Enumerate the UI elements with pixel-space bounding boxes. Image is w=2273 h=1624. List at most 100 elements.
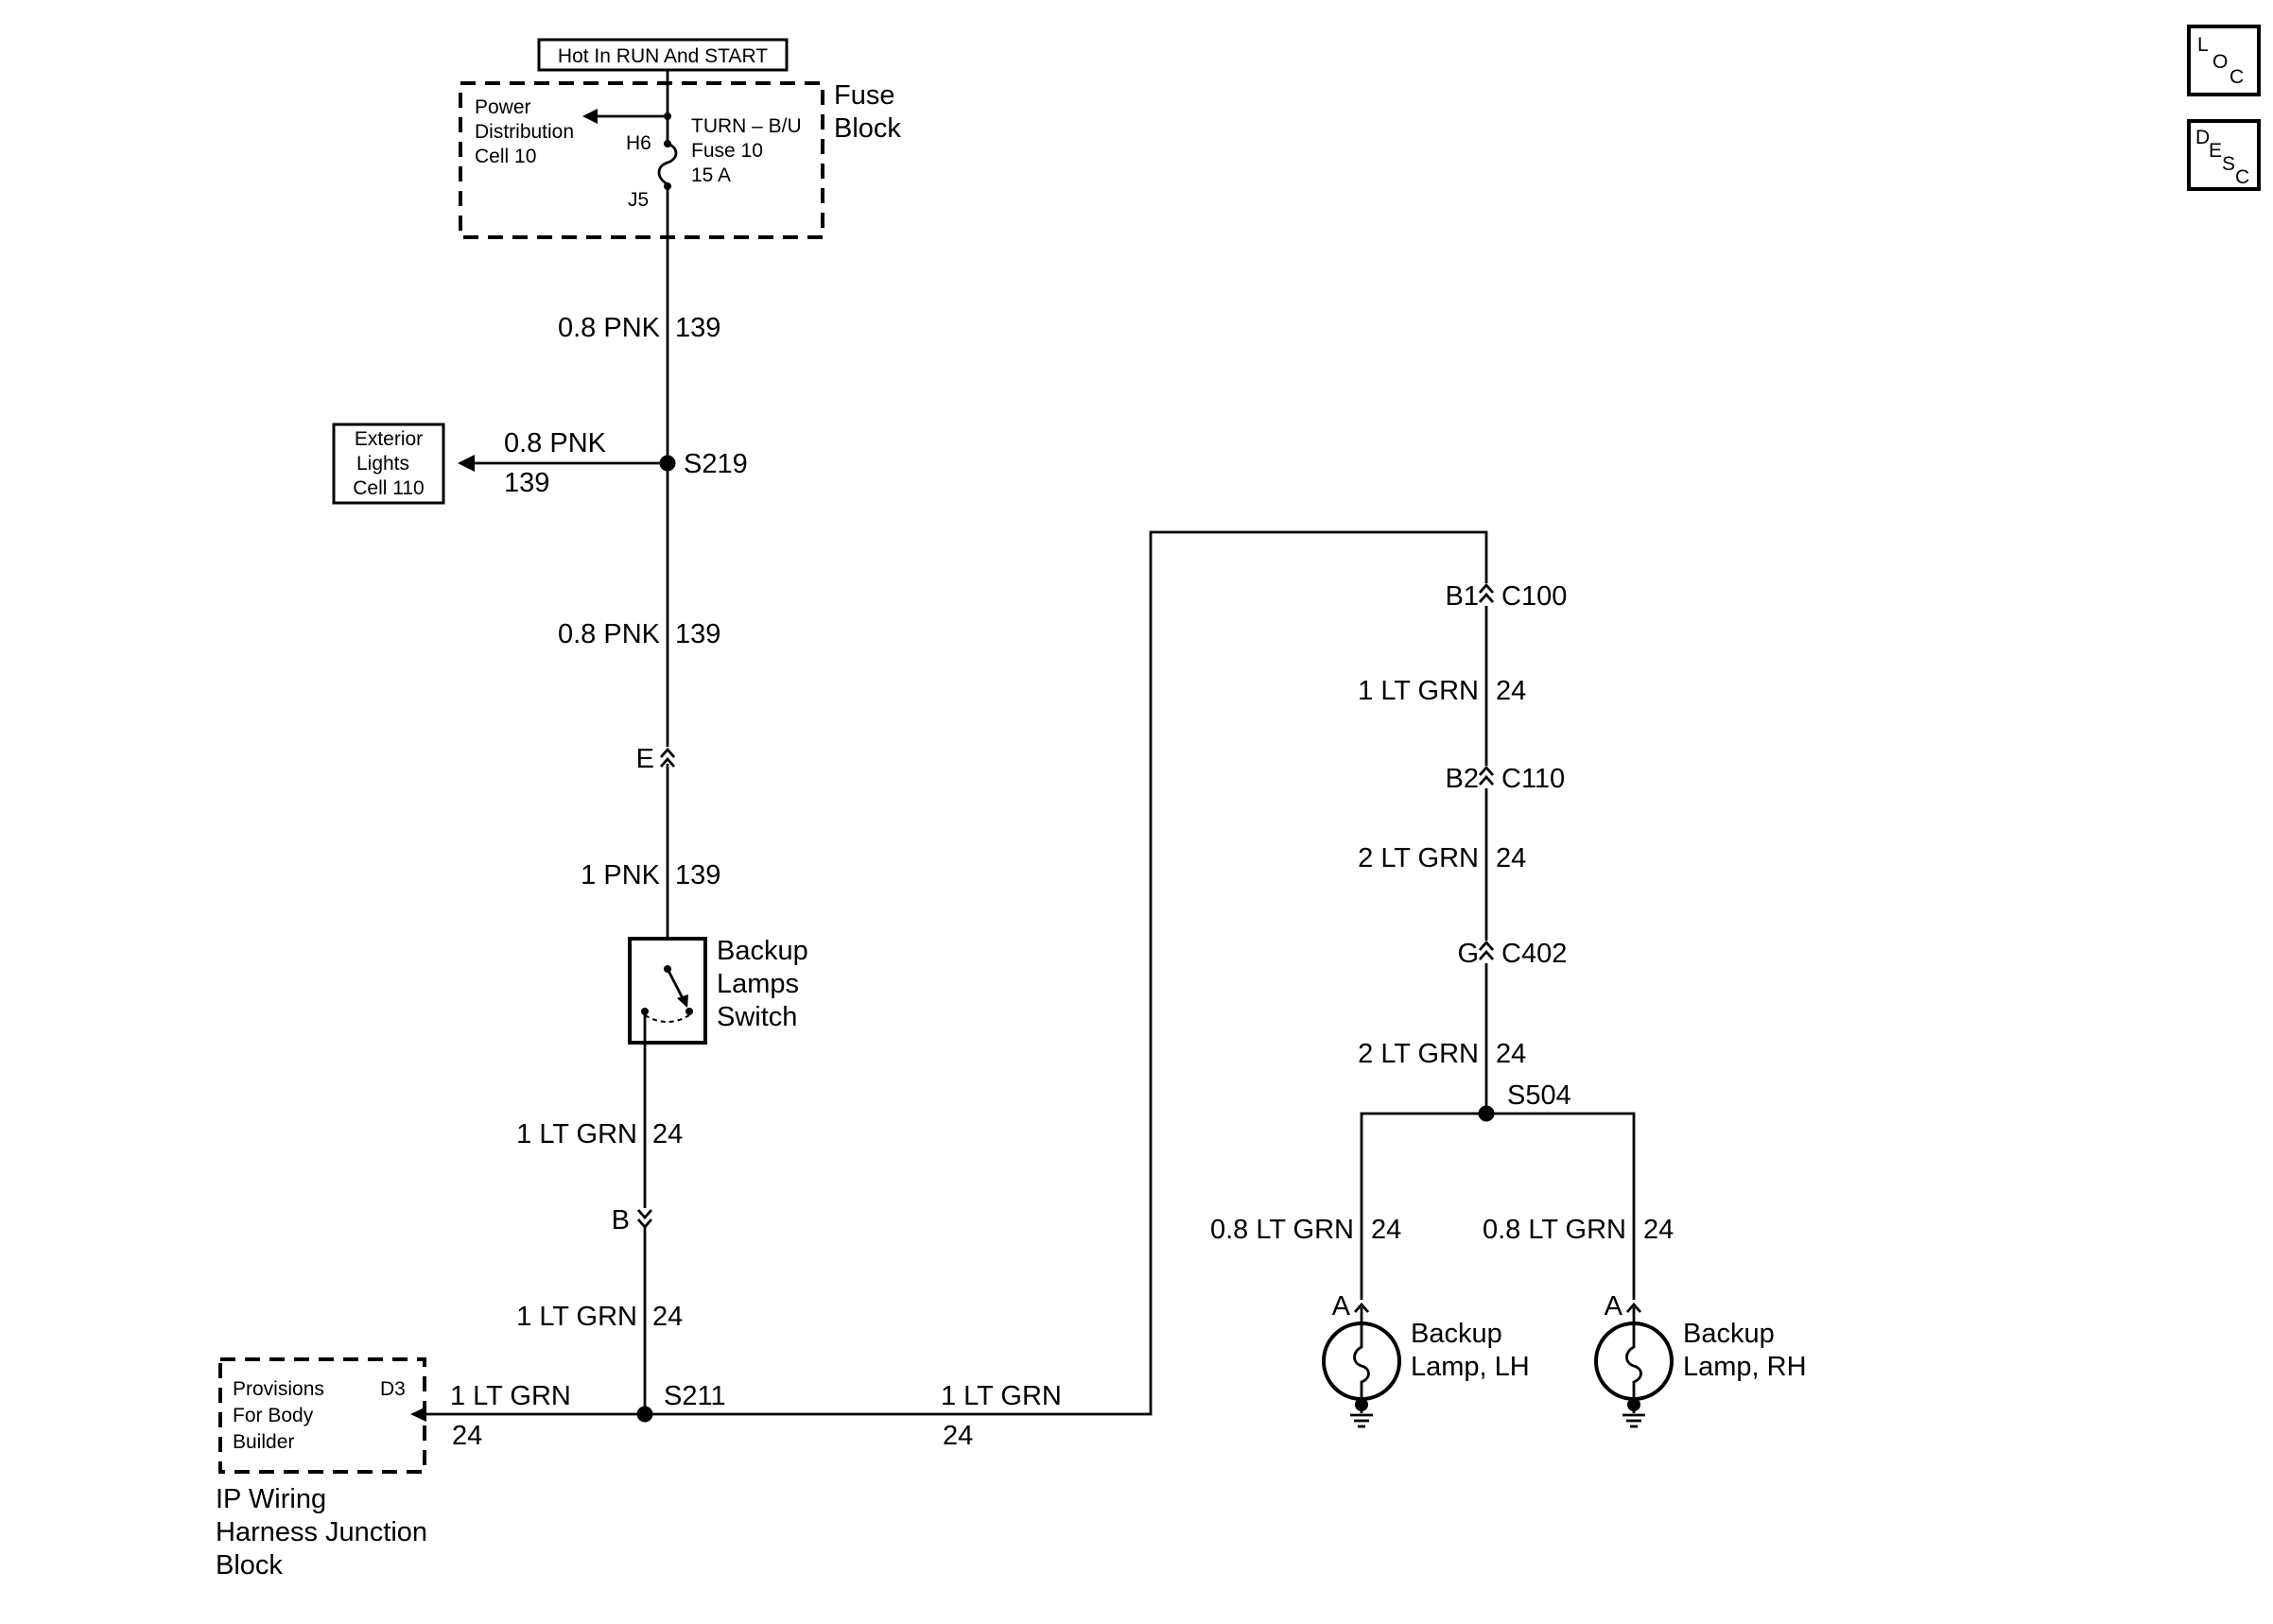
- wire5-circuit: 24: [652, 1302, 683, 1332]
- rh-connector-pin: A: [1605, 1291, 1623, 1322]
- splice-s211-label: S211: [664, 1381, 726, 1411]
- lh-connector-icon: [1353, 1302, 1370, 1313]
- pin-h6-label: H6: [626, 132, 651, 154]
- rear-feed-circuit: 24: [943, 1421, 973, 1451]
- wire1-gauge: 0.8 PNK: [558, 313, 661, 343]
- switch-label-line3: Switch: [717, 1002, 797, 1032]
- desc-button[interactable]: D E S C: [2187, 119, 2261, 191]
- wire5-gauge: 1 LT GRN: [516, 1302, 637, 1332]
- desc-button-frame[interactable]: [2187, 119, 2261, 191]
- desc-letter-c: C: [2235, 166, 2249, 188]
- wire4-gauge: 1 LT GRN: [516, 1119, 637, 1149]
- rear-wire1-gauge: 1 LT GRN: [1358, 676, 1479, 706]
- rear-wire3-gauge: 2 LT GRN: [1358, 1039, 1479, 1069]
- switch-label-line1: Backup: [717, 936, 808, 966]
- fuse-block-label-line1: Fuse: [834, 80, 894, 111]
- connector-c100-pin: B1: [1446, 581, 1479, 612]
- desc-letter-d: D: [2195, 127, 2210, 148]
- rear-feed-wire: [645, 530, 1488, 1416]
- splice-s504-label: S504: [1507, 1080, 1571, 1111]
- rh-wire-circuit: 24: [1643, 1215, 1674, 1245]
- pd-junction-dot: [664, 112, 671, 120]
- rh-lamp-filament-icon: [1625, 1323, 1642, 1399]
- junction-block-line2: Harness Junction: [216, 1517, 427, 1547]
- wire2-circuit: 139: [675, 619, 720, 649]
- connector-b-icon: [636, 1209, 653, 1220]
- loc-letter-o: O: [2212, 51, 2228, 73]
- connector-e-icon-lower: [659, 756, 676, 768]
- backup-lamp-rh-line2: Lamp, RH: [1683, 1352, 1807, 1382]
- exterior-lights-arrow-icon: [458, 455, 475, 472]
- desc-letter-e: E: [2209, 140, 2222, 162]
- pfb-arrow-icon: [410, 1407, 426, 1422]
- rh-ground-dot: [1627, 1398, 1640, 1411]
- fuse-label-line1: TURN – B/U: [691, 115, 802, 137]
- rear-wire1-circuit: 24: [1496, 676, 1526, 706]
- lh-connector-pin: A: [1332, 1291, 1351, 1322]
- rh-connector-icon: [1625, 1302, 1642, 1313]
- connector-c110-label: C110: [1501, 764, 1565, 794]
- junction-block-line3: Block: [216, 1550, 283, 1581]
- junction-block-line1: IP Wiring: [216, 1484, 326, 1514]
- exterior-lights-box: [332, 423, 445, 505]
- connector-c402-icon-lower: [1478, 949, 1495, 960]
- switch-blade-arrow-icon: [677, 994, 688, 1008]
- backup-lamp-lh-line2: Lamp, LH: [1411, 1352, 1530, 1382]
- loc-letter-l: L: [2197, 34, 2209, 56]
- switch-blade-icon: [666, 968, 686, 1003]
- fuse-label-line2: Fuse 10: [691, 140, 763, 162]
- backup-lamp-lh-line1: Backup: [1411, 1319, 1502, 1349]
- connector-e-icon: [659, 747, 676, 758]
- rear-wire2-gauge: 2 LT GRN: [1358, 843, 1479, 873]
- connector-b-label: B: [612, 1205, 630, 1235]
- connector-e-label: E: [636, 744, 654, 774]
- switch-label-line2: Lamps: [717, 969, 799, 999]
- exterior-wire-gauge: 0.8 PNK: [504, 428, 607, 458]
- loc-button[interactable]: L O C: [2187, 25, 2261, 96]
- connector-c402-label: C402: [1501, 939, 1567, 969]
- backup-lamps-switch-box: [628, 937, 707, 1045]
- connector-c110-pin: B2: [1446, 764, 1479, 794]
- connector-c402-icon: [1478, 940, 1495, 951]
- pfb-wire-circuit: 24: [452, 1421, 482, 1451]
- pfb-line2: For Body: [233, 1405, 314, 1426]
- rh-wire-gauge: 0.8 LT GRN: [1483, 1215, 1626, 1245]
- pd-arrow-icon: [582, 109, 598, 124]
- loc-button-frame[interactable]: [2187, 25, 2261, 96]
- hot-in-run-start-label: Hot In RUN And START: [558, 45, 768, 67]
- pin-j5-label: J5: [628, 189, 649, 211]
- switch-contact-right: [685, 1008, 693, 1015]
- lh-lamp-filament-icon: [1353, 1323, 1370, 1399]
- lh-ground-dot: [1355, 1398, 1368, 1411]
- lh-wire-circuit: 24: [1371, 1215, 1401, 1245]
- switch-contact-left: [641, 1008, 649, 1015]
- connector-c100-icon: [1478, 582, 1495, 594]
- exterior-lights-line1: Exterior: [355, 428, 423, 450]
- fuse-block-outline: [459, 81, 824, 239]
- connector-c110-icon-lower: [1478, 774, 1495, 786]
- exterior-lights-line3: Cell 110: [353, 477, 425, 499]
- connector-b-icon-lower: [636, 1218, 653, 1230]
- pfb-outline: [218, 1357, 426, 1474]
- wire1-circuit: 139: [675, 313, 720, 343]
- wire2-gauge: 0.8 PNK: [558, 619, 661, 649]
- connector-c402-pin: G: [1457, 939, 1479, 969]
- desc-letter-s: S: [2222, 153, 2235, 175]
- fuse-label-line3: 15 A: [691, 164, 731, 186]
- rear-feed-gauge: 1 LT GRN: [941, 1381, 1062, 1411]
- lamp-branch-wire: [1360, 1112, 1636, 1300]
- power-distribution-line3: Cell 10: [475, 146, 536, 167]
- pfb-wire-gauge: 1 LT GRN: [450, 1381, 571, 1411]
- exterior-wire-circuit: 139: [504, 468, 549, 498]
- hot-in-run-start-label-box: [537, 38, 789, 72]
- connector-c110-icon: [1478, 765, 1495, 776]
- exterior-lights-line2: Lights: [356, 453, 409, 475]
- fuse-block-label-line2: Block: [834, 113, 901, 144]
- connector-c100-label: C100: [1501, 581, 1567, 612]
- wire3-gauge: 1 PNK: [581, 860, 660, 890]
- wire3-circuit: 139: [675, 860, 720, 890]
- fuse-element-icon: [657, 142, 678, 186]
- pfb-line1: Provisions: [233, 1378, 324, 1400]
- wire4-circuit: 24: [652, 1119, 683, 1149]
